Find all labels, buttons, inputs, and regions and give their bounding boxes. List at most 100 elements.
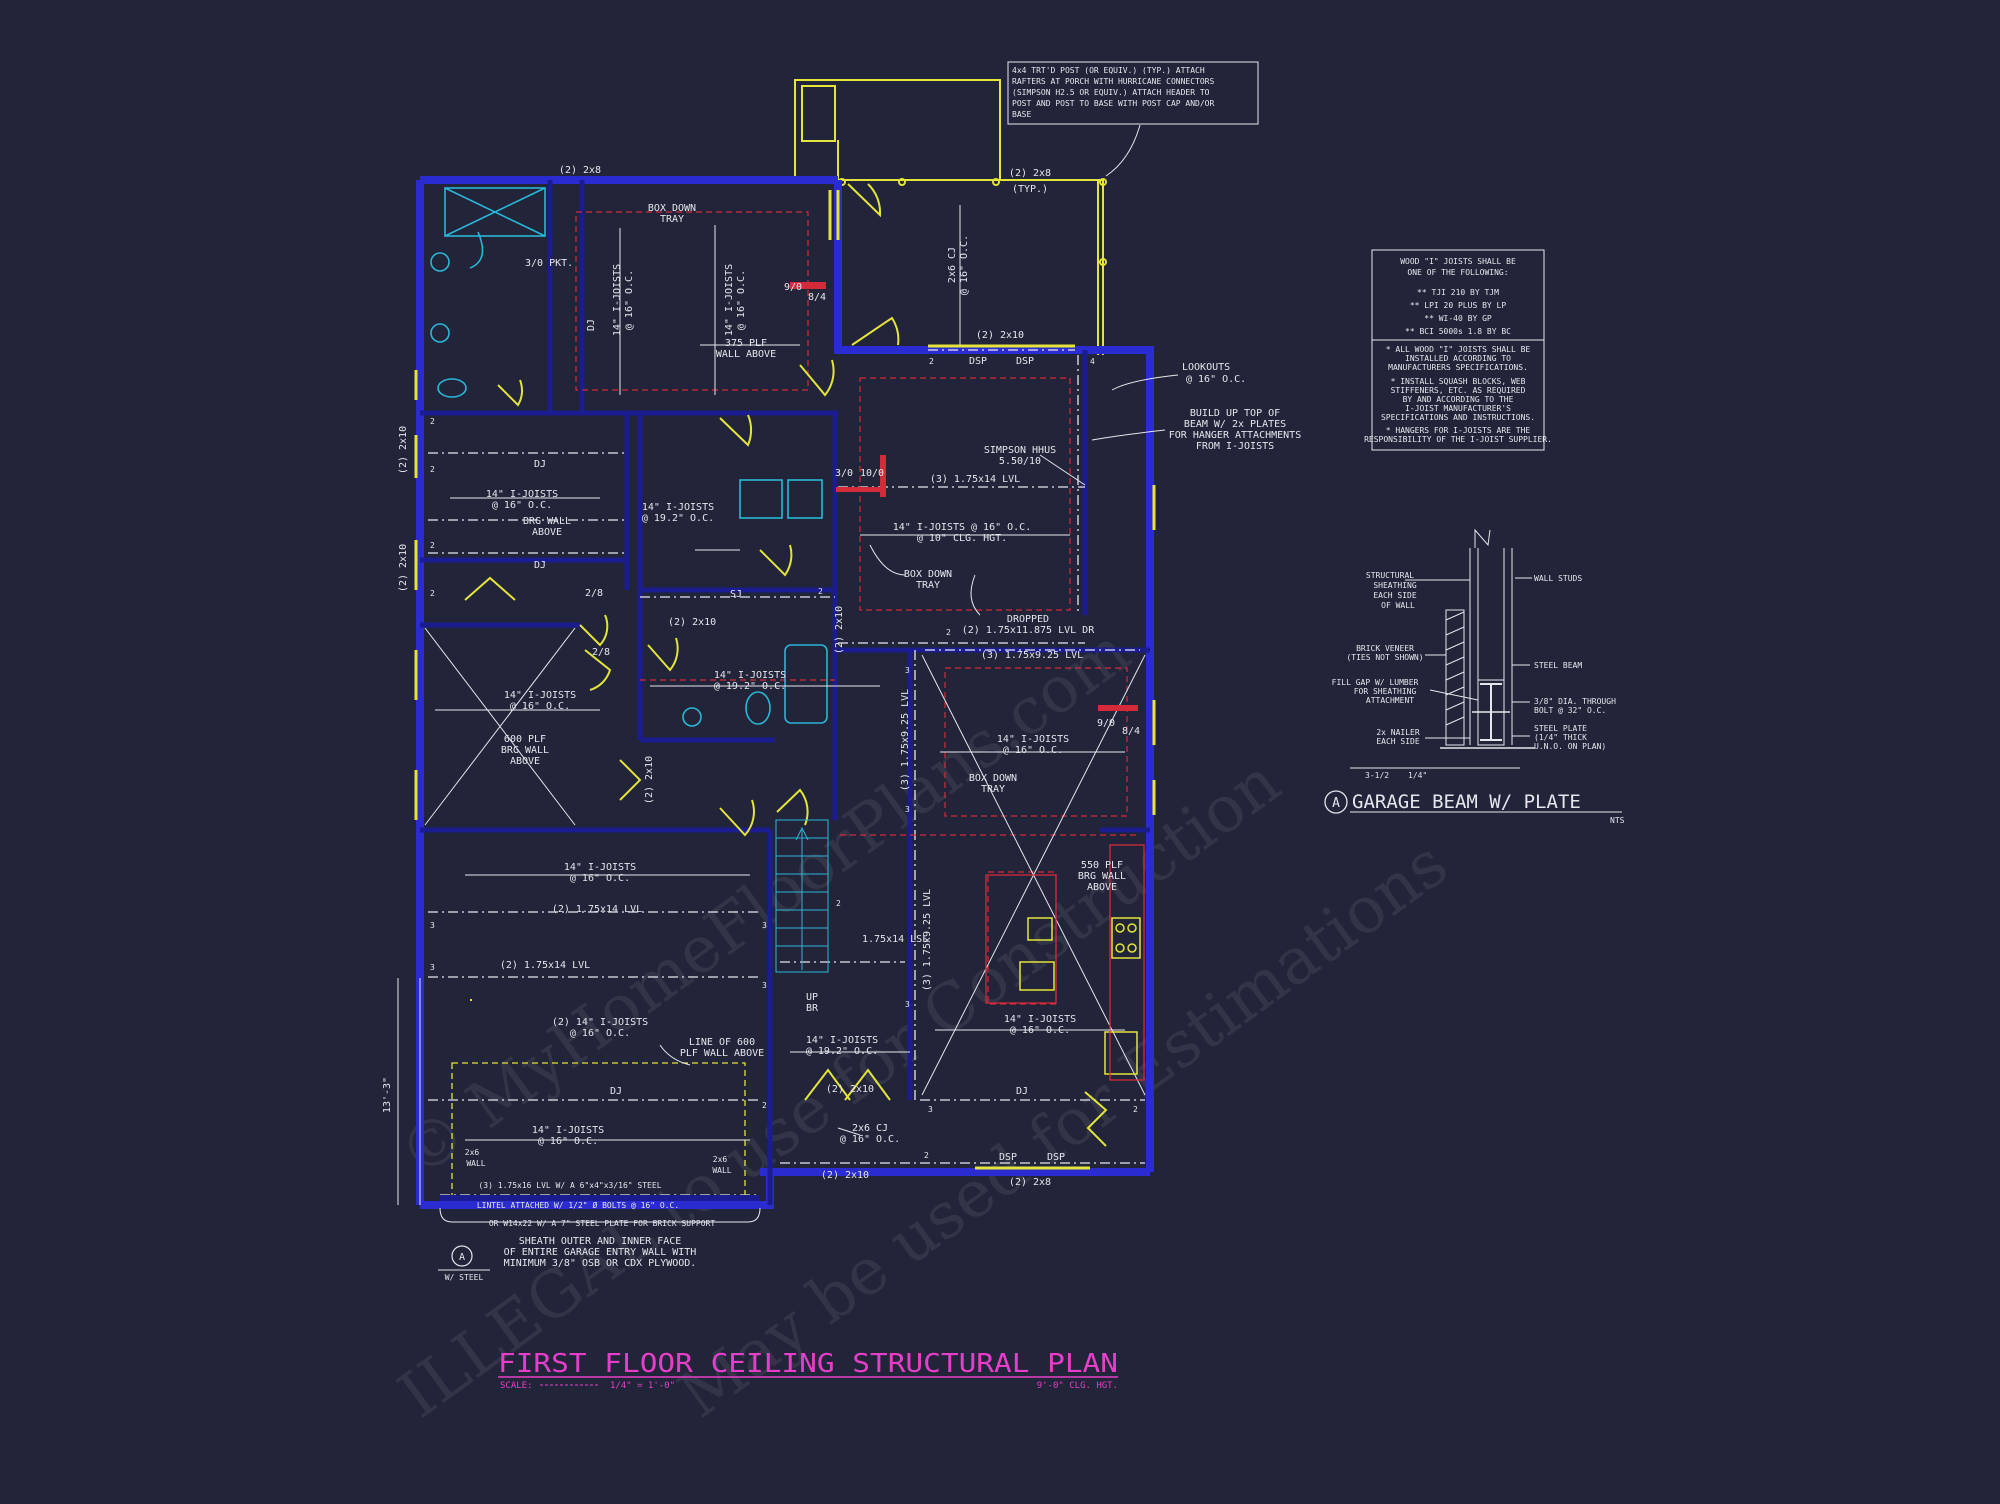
label-plf-375a: 375 PLF — [725, 338, 767, 349]
joist-note-note-4: * INSTALL SQUASH BLOCKS, WEB — [1391, 377, 1526, 386]
door-bed — [579, 614, 609, 647]
leaders — [659, 124, 1179, 1136]
label-plf-600-2: BRG WALL — [501, 745, 549, 756]
label-dsp-c: DSP — [999, 1152, 1017, 1163]
garage-header — [440, 1195, 760, 1201]
label-ijoist-vert-a2: @ 16" O.C. — [624, 270, 635, 330]
detail-sheathing-2: SHEATHING — [1373, 581, 1417, 590]
detail-brick-hatch-5 — [1445, 671, 1465, 681]
label-cj-vert-2: @ 16" O.C. — [959, 235, 970, 295]
detail-dim-right: 1/4" — [1408, 771, 1427, 780]
label-buildup-1: BUILD UP TOP OF — [1190, 408, 1280, 419]
label-buildup-3: FOR HANGER ATTACHMENTS — [1169, 430, 1301, 441]
label-lineof600-1: LINE OF 600 — [689, 1037, 755, 1048]
label-ijoist-b2: @ 16" O.C. — [510, 701, 570, 712]
island-cabinet — [1019, 961, 1055, 991]
header-4 — [880, 455, 886, 497]
garage — [397, 978, 761, 1223]
watermark: © MyHomeFloorPlans.com ILLEGAL to use fo… — [386, 614, 1461, 1433]
detail-plate-2: (1/4" THICK — [1534, 733, 1587, 742]
scale-label: SCALE: — [500, 1381, 533, 1391]
label-ijoist-e2: @ 16" O.C. — [1010, 1025, 1070, 1036]
detail-brick-2: (TIES NOT SHOWN) — [1346, 653, 1423, 662]
detail-fill-1: FILL GAP W/ LUMBER — [1332, 678, 1419, 687]
num-3-f: 3 — [762, 981, 767, 990]
label-ijoist-d2: @ 16" O.C. — [570, 873, 630, 884]
label-dj-c: DJ — [610, 1086, 622, 1097]
detail-dim-left: 3-1/2 — [1365, 771, 1389, 780]
tray-1 — [575, 211, 809, 391]
detail-steel-beam-label: STEEL BEAM — [1534, 661, 1582, 670]
joist-note-note-3: MANUFACTURERS SPECIFICATIONS. — [1388, 363, 1528, 372]
label-ijoist-clg-1: 14" I-JOISTS @ 16" O.C. — [893, 522, 1031, 533]
kitchen-range — [1019, 917, 1141, 1075]
bearing-numbers: 2 4 2 2 2 2 2 2 3 3 3 3 3 3 3 3 2 2 2 2 — [430, 357, 1138, 1160]
label-up-2: BR — [806, 1003, 819, 1014]
label-box-down-3a: BOX DOWN — [969, 773, 1017, 784]
label-left-2x10-a: (2) 2x10 — [398, 426, 409, 474]
joist-note-note-5: STIFFENERS, ETC. AS REQUIRED — [1391, 386, 1526, 395]
sheet-title: FIRST FLOOR CEILING STRUCTURAL PLAN — [498, 1349, 1118, 1379]
detail-sheathing-4: OF WALL — [1381, 601, 1415, 610]
marker-a-circle — [451, 1245, 473, 1267]
label-ijoist-192b-1: 14" I-JOISTS — [714, 670, 786, 681]
num-2-h: 2 — [1133, 1105, 1138, 1114]
plan-labels: (2) 2x8 (2) 2x8 (TYP.) BOX DOWN TRAY 3/0… — [382, 165, 1301, 1282]
detail-brick-hatch-4 — [1445, 656, 1465, 666]
porch-note-line-5: BASE — [1012, 110, 1031, 119]
joist-note-note-6: BY AND ACCORDING TO THE — [1403, 395, 1514, 404]
label-simpson-2: 5.50/10 — [999, 456, 1041, 467]
label-wall-2x6-a2: WALL — [466, 1159, 485, 1168]
joist-note-option-3: ** WI-40 BY GP — [1424, 314, 1492, 323]
sink-3 — [682, 707, 702, 727]
label-bottom-2x8: (2) 2x8 — [1009, 1177, 1051, 1188]
header-1 — [790, 282, 826, 289]
label-box-down-1b: TRAY — [660, 214, 684, 225]
porch — [794, 79, 1107, 355]
label-top-2x8-left: (2) 2x8 — [559, 165, 601, 176]
tray-3 — [944, 667, 1128, 817]
label-left-2x10-b: (2) 2x10 — [398, 544, 409, 592]
label-dj-a: DJ — [534, 459, 546, 470]
label-brg-wall-1: BRG WALL — [523, 516, 571, 527]
label-ijoist-a1: 14" I-JOISTS — [486, 489, 558, 500]
num-2-k: 2 — [836, 899, 841, 908]
label-buildup-4: FROM I-JOISTS — [1196, 441, 1274, 452]
joist-note-note-2: INSTALLED ACCORDING TO — [1405, 354, 1511, 363]
label-wall-2x6-a1: 2x6 — [465, 1148, 480, 1157]
label-ijoist-f1: 14" I-JOISTS — [532, 1125, 604, 1136]
porch-note: 4x4 TRT'D POST (OR EQUIV.) (TYP.) ATTACH… — [1007, 61, 1259, 125]
porch-note-line-4: POST AND POST TO BASE WITH POST CAP AND/… — [1012, 99, 1214, 108]
label-ijoist-e1: 14" I-JOISTS — [1004, 1014, 1076, 1025]
leader-boxdown-2 — [970, 574, 981, 616]
doors — [464, 183, 1108, 1147]
label-ijoist-2-2: @ 16" O.C. — [570, 1028, 630, 1039]
counter-run — [1109, 844, 1145, 1081]
label-ijoist-192b-2: @ 19.2" O.C. — [714, 681, 786, 692]
washer — [739, 479, 783, 519]
label-door-8-4b: 8/4 — [1122, 726, 1140, 737]
num-2-c: 2 — [430, 465, 435, 474]
door-bifold-1 — [464, 576, 516, 601]
num-3-e: 3 — [762, 921, 767, 930]
detail-bolt-2: BOLT @ 32" O.C. — [1534, 706, 1606, 715]
detail-brick-hatch-7 — [1445, 701, 1465, 711]
label-door-9-0b: 9/0 — [1097, 718, 1115, 729]
porch-note-line-2: RAFTERS AT PORCH WITH HURRICANE CONNECTO… — [1012, 77, 1214, 86]
island-sink — [1027, 917, 1053, 941]
joist-note-box — [1371, 249, 1545, 451]
joist-note-option-1: ** TJI 210 BY TJM — [1417, 288, 1499, 297]
num-2-b: 2 — [430, 417, 435, 426]
num-2-j: 2 — [762, 1101, 767, 1110]
door-bifold-4 — [844, 1068, 891, 1101]
label-dim-vert: 13'-3" — [382, 1077, 393, 1113]
title-block: FIRST FLOOR CEILING STRUCTURAL PLAN SCAL… — [498, 1349, 1118, 1391]
label-ijoist-f2: @ 16" O.C. — [538, 1136, 598, 1147]
label-2x10-mid: (2) 2x10 — [668, 617, 716, 628]
leader-cj — [837, 1127, 861, 1136]
detail-fill-2: FOR SHEATHING — [1354, 687, 1417, 696]
leader-simpson — [1039, 454, 1086, 486]
label-lookouts-1: LOOKOUTS — [1182, 362, 1230, 373]
label-ijoist-192c-1: 14" I-JOISTS — [806, 1035, 878, 1046]
